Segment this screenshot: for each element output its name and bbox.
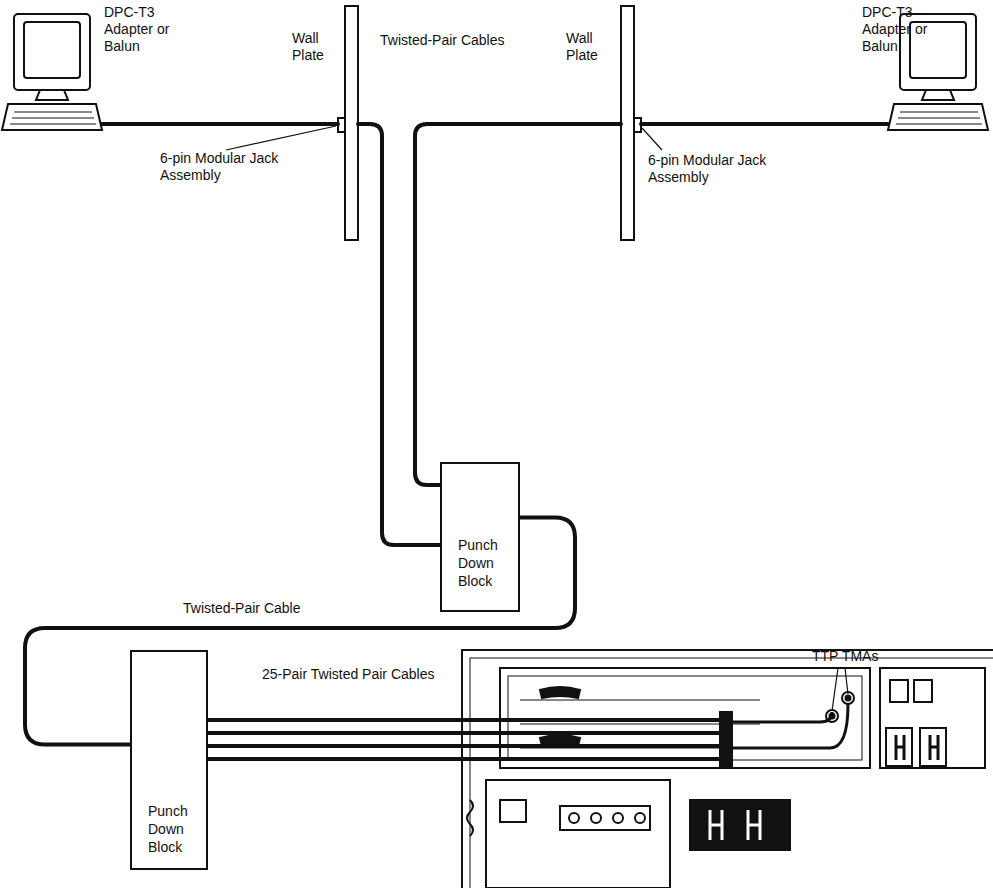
- wall-plate: [621, 6, 634, 240]
- part-label: TTP TMAs: [812, 648, 878, 665]
- part-label: 25-Pair Twisted Pair Cables: [262, 666, 434, 683]
- computer-illustration: [2, 14, 102, 130]
- cable: [415, 124, 621, 485]
- block-label: Punch Down Block: [458, 536, 498, 590]
- cable: [358, 124, 440, 545]
- part-label: Wall Plate: [566, 30, 616, 64]
- cable: [641, 122, 888, 126]
- wall-plate: [345, 6, 358, 240]
- cable: [208, 731, 720, 735]
- part-label: 6-pin Modular Jack Assembly: [648, 152, 782, 186]
- cable-connector: [25, 518, 575, 745]
- block-label: Punch Down Block: [148, 802, 188, 856]
- leader-line: [226, 126, 336, 150]
- part-label: 6-pin Modular Jack Assembly: [160, 150, 284, 184]
- leader-line: [845, 668, 848, 694]
- cable-label: Twisted-Pair Cable: [180, 600, 304, 617]
- leader-line: [642, 128, 662, 150]
- part-label: DPC-T3 Adapter or Balun: [862, 4, 942, 55]
- part-label: DPC-T3 Adapter or Balun: [104, 4, 176, 55]
- part-label: Twisted-Pair Cables: [380, 32, 505, 49]
- cable: [208, 718, 720, 722]
- cable: [208, 744, 720, 748]
- part-label: Wall Plate: [292, 30, 342, 64]
- cable: [102, 122, 338, 126]
- punch-down-block: Punch Down Block: [440, 462, 520, 612]
- rack-illustration: [462, 650, 993, 888]
- punch-down-block: Punch Down Block: [130, 650, 208, 870]
- leader-line: [832, 668, 838, 711]
